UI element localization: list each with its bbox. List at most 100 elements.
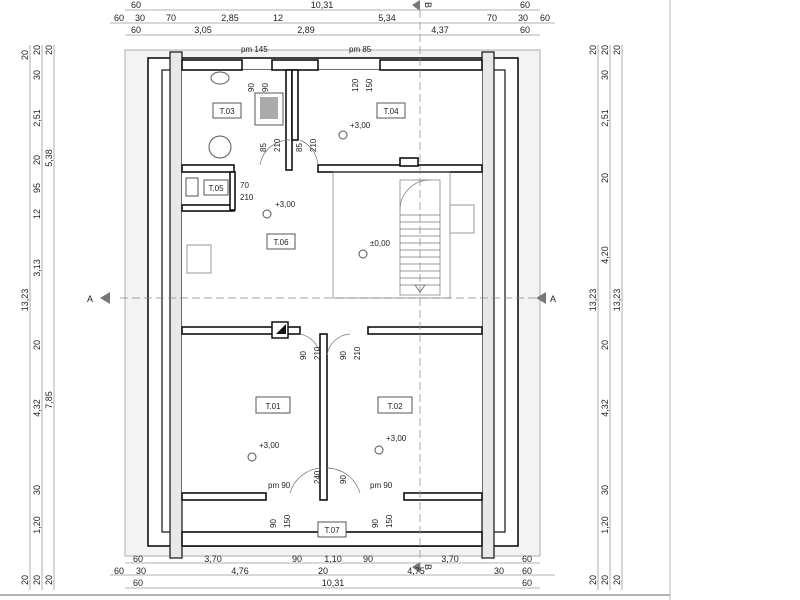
dim: 150 — [385, 514, 394, 528]
left-dim-label: 30 — [32, 485, 42, 495]
right-dim-label: 4,20 — [600, 246, 610, 264]
door-annotations: pm 145 pm 85 pm 90 pm 90 70 210 90 90 12… — [240, 45, 394, 528]
right-dim-label: 30 — [600, 70, 610, 80]
svg-text:30: 30 — [494, 566, 504, 576]
dimension-lines — [29, 9, 623, 590]
svg-text:60: 60 — [540, 13, 550, 23]
insulation-right — [481, 51, 495, 559]
right-dim-label: 20 — [612, 575, 622, 585]
svg-text:1,10: 1,10 — [324, 554, 342, 564]
svg-text:60: 60 — [520, 25, 530, 35]
svg-text:4,75: 4,75 — [407, 566, 425, 576]
toilet-icon — [208, 135, 232, 159]
door-width: 70 — [240, 181, 249, 190]
right-dim-label: 2,51 — [600, 109, 610, 127]
dim: 210 — [353, 346, 362, 360]
staircase — [332, 171, 451, 299]
right-dim-label: 20 — [600, 340, 610, 350]
svg-text:70: 70 — [487, 13, 497, 23]
svg-text:30: 30 — [518, 13, 528, 23]
room-t03: T.03 — [219, 107, 235, 116]
bottom-dimensions: 60 3,70 90 1,10 90 3,70 60 60 30 4,76 20… — [114, 554, 532, 588]
svg-text:10,31: 10,31 — [322, 578, 345, 588]
svg-text:60: 60 — [520, 0, 530, 10]
section-arrow-icon — [412, 0, 420, 11]
left-dim-label: 1,20 — [32, 516, 42, 534]
left-dim-label: 7,85 — [44, 391, 54, 409]
section-arrow-icon — [100, 292, 110, 304]
insulation-left — [169, 51, 183, 559]
dim: 210 — [313, 346, 322, 360]
dim: 90 — [299, 351, 308, 360]
room-t01: T.01 — [265, 402, 281, 411]
dim: 210 — [273, 138, 282, 152]
svg-text:60: 60 — [522, 578, 532, 588]
svg-text:70: 70 — [166, 13, 176, 23]
left-dim-label: 20 — [32, 340, 42, 350]
svg-text:60: 60 — [133, 578, 143, 588]
left-dim-label: 20 — [32, 575, 42, 585]
section-a-right: A — [550, 294, 556, 304]
right-dim-label: 20 — [600, 575, 610, 585]
dim: 240 — [313, 470, 322, 484]
svg-text:60: 60 — [131, 0, 141, 10]
left-dim-label: 4,32 — [32, 399, 42, 417]
window-height: pm 90 — [370, 481, 393, 490]
svg-text:30: 30 — [135, 13, 145, 23]
dim: 90 — [269, 519, 278, 528]
right-dim-label: 20 — [588, 45, 598, 55]
left-dim-label: 20 — [44, 45, 54, 55]
svg-text:60: 60 — [131, 25, 141, 35]
left-dim-label: 20 — [32, 155, 42, 165]
dim: 90 — [371, 519, 380, 528]
dim: 150 — [365, 78, 374, 92]
left-dim-label: 12 — [32, 209, 42, 219]
dim: 90 — [247, 83, 256, 92]
svg-text:4,37: 4,37 — [431, 25, 449, 35]
level-t02: +3,00 — [386, 434, 407, 443]
left-dim-label: 20 — [20, 575, 30, 585]
left-dim-label: 13,23 — [20, 289, 30, 312]
radiator-icon — [186, 244, 212, 274]
dim: 90 — [339, 475, 348, 484]
svg-text:60: 60 — [522, 566, 532, 576]
right-dim-label: 13,23 — [588, 289, 598, 312]
level-stair: ±0,00 — [370, 239, 391, 248]
right-dim-label: 13,23 — [612, 289, 622, 312]
room-t07: T.07 — [324, 526, 340, 535]
sink-icon — [210, 71, 230, 85]
left-dim-label: 2,51 — [32, 109, 42, 127]
section-b-top: B — [423, 2, 433, 8]
window-height: pm 90 — [268, 481, 291, 490]
room-t06: T.06 — [273, 238, 289, 247]
left-dim-label: 95 — [32, 183, 42, 193]
top-dimensions: 60 10,31 60 60 30 70 2,85 12 5,34 70 30 … — [114, 0, 550, 35]
section-markers: A A B B — [87, 0, 556, 573]
door-swings — [259, 139, 361, 494]
right-dim-label: 20 — [588, 575, 598, 585]
room-labels: T.01 T.02 T.03 T.04 T.05 T.06 T.07 +3,00… — [203, 102, 413, 538]
svg-text:30: 30 — [136, 566, 146, 576]
svg-text:2,85: 2,85 — [221, 13, 239, 23]
dim: 120 — [351, 78, 360, 92]
svg-text:3,70: 3,70 — [204, 554, 222, 564]
svg-text:20: 20 — [318, 566, 328, 576]
right-dim-label: 20 — [612, 45, 622, 55]
room-t04: T.04 — [383, 107, 399, 116]
dim: 150 — [283, 514, 292, 528]
side-dimensions: 2013,232020302,512095123,13204,32301,202… — [20, 45, 622, 585]
svg-text:60: 60 — [133, 554, 143, 564]
section-arrow-icon — [412, 562, 420, 573]
wc-icon — [185, 177, 199, 197]
dim: 90 — [339, 351, 348, 360]
section-a-left: A — [87, 294, 93, 304]
radiator-icon — [449, 204, 475, 234]
left-dim-label: 30 — [32, 70, 42, 80]
svg-text:12: 12 — [273, 13, 283, 23]
dim: 90 — [261, 83, 270, 92]
dim: 85 — [295, 143, 304, 152]
section-arrow-icon — [536, 292, 546, 304]
level-markers — [247, 130, 384, 462]
svg-text:60: 60 — [522, 554, 532, 564]
